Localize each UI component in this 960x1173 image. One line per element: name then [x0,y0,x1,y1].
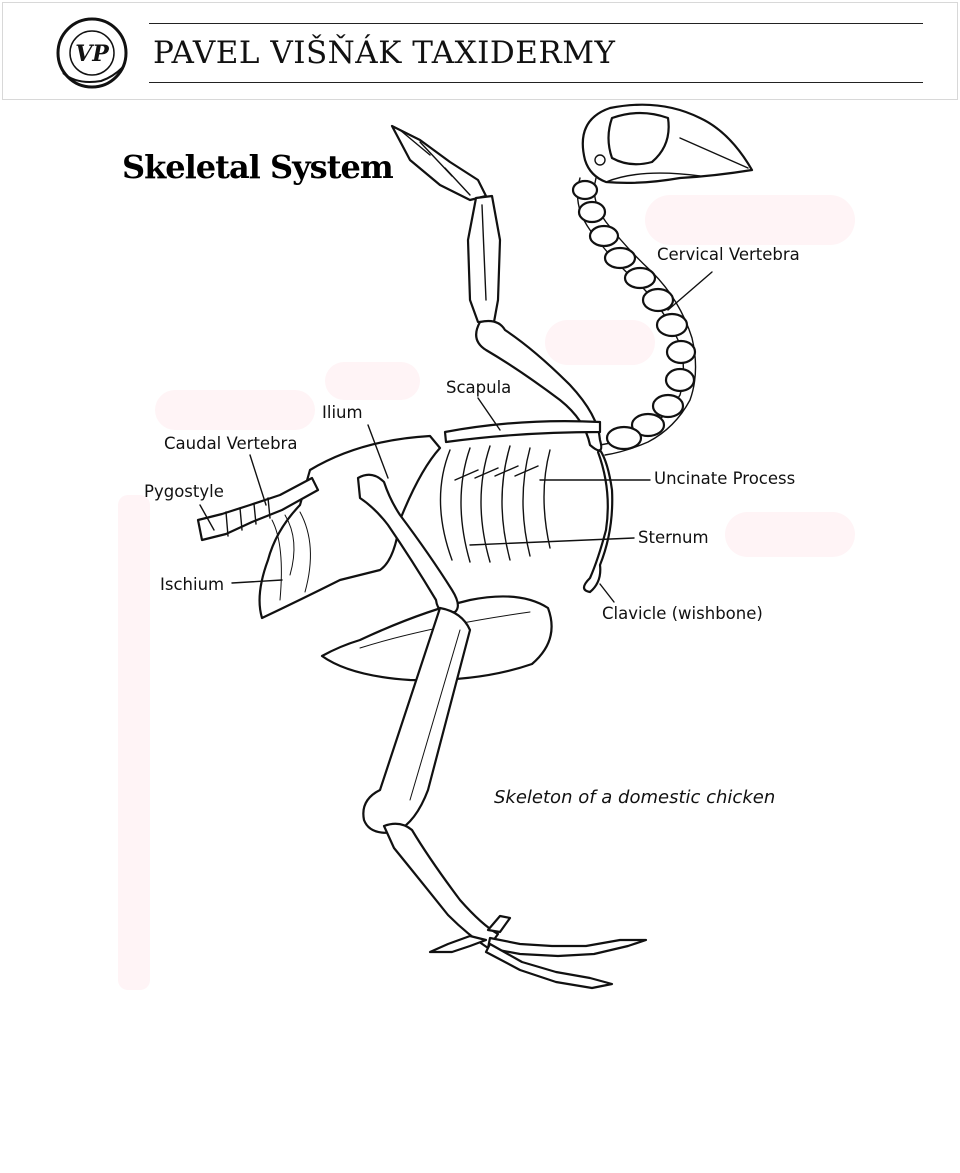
cervical-vertebrae [571,177,697,456]
background-smudge [545,320,655,365]
diagram-title: Skeletal System [122,148,394,186]
diagram-caption: Skeleton of a domestic chicken [494,787,776,808]
background-smudge [645,195,855,245]
logo-monogram: VP [75,41,110,67]
pelvis [258,434,442,620]
scapula-bone [443,420,602,444]
header-banner: VP PAVEL VIŠŇÁK TAXIDERMY [2,2,958,100]
header-rule-bottom [149,82,923,83]
label-caudal-vertebra: Caudal Vertebra [164,434,298,453]
label-scapula: Scapula [446,378,512,397]
label-ilium: Ilium [322,403,363,422]
rib-cage [439,445,551,563]
label-sternum: Sternum [638,528,709,547]
header-rule-top [149,23,923,24]
background-smudge [325,362,420,400]
tarsometatarsus-bone [382,822,500,950]
background-smudge [725,512,855,557]
leader-lines [199,271,713,603]
brand-name: PAVEL VIŠŇÁK TAXIDERMY [153,35,616,71]
background-smudge [118,495,150,990]
label-ischium: Ischium [160,575,225,594]
label-pygostyle: Pygostyle [144,482,224,501]
label-clavicle: Clavicle (wishbone) [602,604,763,623]
skull [581,103,754,184]
wing-bones [390,124,603,452]
tail-bones [196,476,320,542]
label-cervical-vertebra: Cervical Vertebra [657,245,800,264]
background-smudge [155,390,315,430]
clavicle-bone [582,448,614,594]
foot-toes [428,914,648,990]
logo: VP [56,17,128,89]
label-uncinate-process: Uncinate Process [654,469,796,488]
femur-bone [356,473,459,614]
